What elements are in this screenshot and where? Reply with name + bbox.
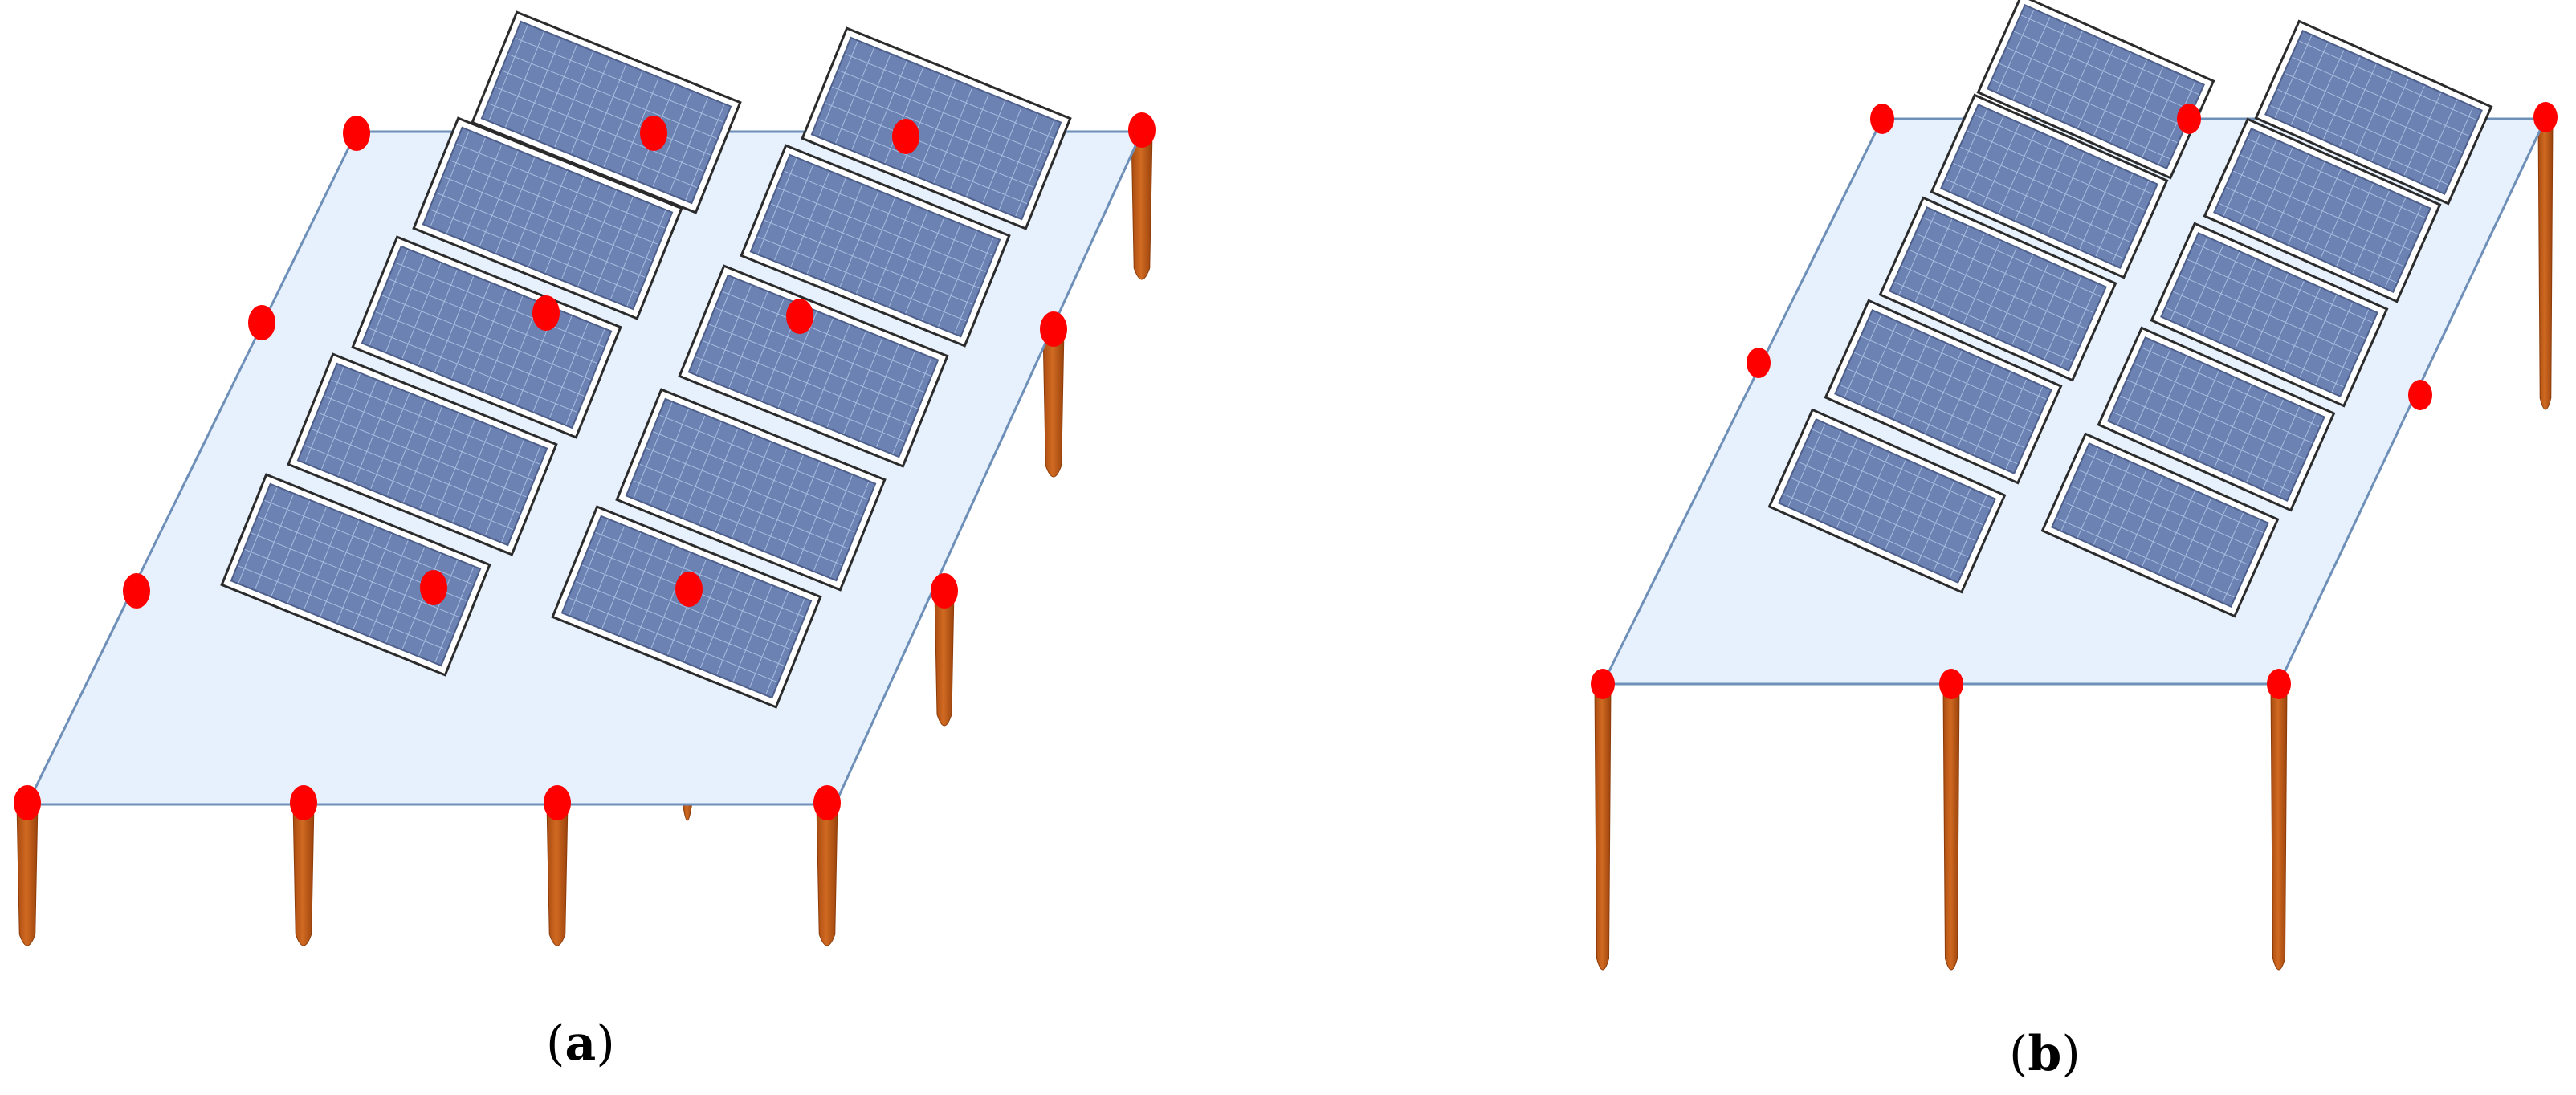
solar-panel: [287, 352, 558, 556]
caption-open-paren: (: [2009, 1026, 2028, 1082]
solar-panels: [220, 10, 1072, 709]
solar-panels: [1767, 0, 2493, 618]
subfigure-caption-a: (a): [546, 1016, 615, 1072]
solar-panel: [615, 388, 887, 592]
attachment-point: [248, 305, 275, 340]
attachment-point: [813, 785, 841, 820]
mooring-pile: [1594, 683, 1612, 971]
solar-panel: [1930, 93, 2169, 279]
solar-panel: [471, 10, 742, 214]
solar-panel: [740, 144, 1011, 348]
mooring-pile: [2270, 683, 2288, 971]
solar-panel: [1824, 299, 2063, 485]
solar-panel: [1976, 0, 2215, 180]
caption-letter: a: [565, 1016, 597, 1072]
attachment-point: [1128, 112, 1156, 148]
solar-panel: [2040, 432, 2280, 618]
attachment-point: [786, 299, 813, 334]
attachment-point: [343, 116, 370, 151]
attachment-point: [123, 573, 150, 609]
attachment-point: [532, 295, 560, 331]
subfigure-caption-b: (b): [2009, 1026, 2081, 1082]
attachment-point: [931, 573, 958, 609]
caption-close-paren: ): [596, 1016, 615, 1072]
attachment-point: [420, 570, 447, 605]
attachment-point: [1040, 311, 1067, 347]
attachment-point: [1870, 104, 1894, 134]
solar-panel: [351, 235, 622, 439]
caption-letter: b: [2028, 1026, 2062, 1082]
mooring-pile: [1131, 131, 1153, 280]
piles-back: [682, 131, 1153, 821]
attachment-point: [892, 119, 919, 154]
attachment-point: [675, 572, 703, 607]
attachment-point: [14, 785, 41, 820]
piles-front: [16, 802, 838, 946]
solar-panel: [801, 26, 1072, 230]
mooring-pile: [682, 802, 693, 821]
mooring-pile: [2537, 116, 2554, 410]
attachment-point: [2408, 380, 2432, 410]
subfigure-a: [14, 10, 1156, 946]
caption-open-paren: (: [546, 1016, 565, 1072]
subfigure-b: [1591, 0, 2558, 971]
mooring-pile: [16, 802, 39, 946]
mooring-pile: [1042, 328, 1065, 478]
attachment-point: [544, 785, 571, 820]
caption-close-paren: ): [2061, 1026, 2081, 1082]
mooring-pile: [546, 802, 569, 946]
attachment-points: [14, 112, 1156, 820]
solar-panel: [551, 505, 822, 709]
solar-panel: [220, 473, 491, 677]
piles-front: [1594, 683, 2288, 971]
attachment-point: [2533, 102, 2558, 132]
mooring-pile: [934, 590, 955, 727]
solar-panel: [678, 264, 949, 468]
solar-panel: [1878, 196, 2117, 382]
attachment-point: [290, 785, 317, 820]
mooring-pile: [816, 802, 838, 946]
attachment-point: [1939, 669, 1963, 699]
attachment-point: [2177, 104, 2201, 134]
mooring-pile: [1942, 683, 1960, 971]
attachment-point: [1591, 669, 1615, 699]
mooring-pile: [292, 802, 315, 946]
piles-back: [2537, 116, 2554, 410]
solar-panel: [2097, 326, 2336, 512]
solar-panel: [2203, 117, 2442, 303]
attachment-point: [640, 116, 667, 151]
solar-panel: [412, 116, 683, 320]
solar-panel: [2150, 222, 2389, 408]
solar-panel: [1767, 408, 2007, 594]
attachment-points: [1591, 102, 2558, 699]
attachment-point: [1747, 348, 1771, 378]
solar-panel: [2254, 19, 2493, 206]
attachment-point: [2267, 669, 2291, 699]
